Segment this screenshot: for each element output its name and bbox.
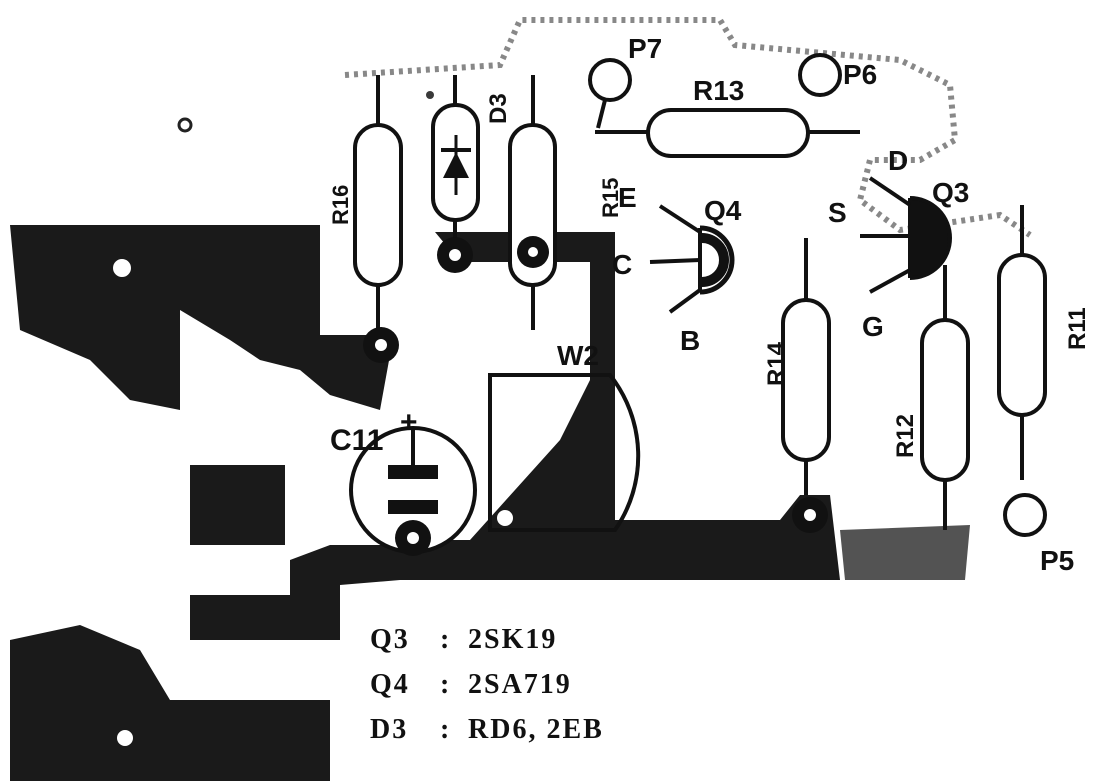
label-q3-g: G: [862, 311, 884, 342]
label-w2: W2: [557, 340, 599, 371]
label-q4-c: C: [612, 249, 632, 280]
parts-list-row-q4-sep: :: [440, 669, 449, 700]
mounting-holes: [113, 117, 193, 746]
label-p5: P5: [1040, 545, 1074, 576]
resistor-r13: R13: [595, 75, 860, 158]
copper-small-square: [190, 465, 285, 545]
label-r11: R11: [1064, 307, 1091, 350]
parts-list-row-d3-ref: D3: [370, 714, 408, 745]
capacitor-c11: + C11: [330, 406, 477, 556]
resistor-r14: R14: [763, 238, 831, 533]
mounting-hole-bottom: [117, 730, 133, 746]
label-q3-s: S: [828, 197, 847, 228]
pads-top: P7 P6: [588, 33, 877, 129]
label-q3: Q3: [932, 177, 969, 208]
copper-left-block: [10, 225, 390, 410]
parts-list-row-q3-ref: Q3: [370, 624, 410, 655]
label-r13: R13: [693, 75, 744, 106]
parts-list-row-q3-sep: :: [440, 624, 449, 655]
diode-d3: D3: [431, 75, 512, 273]
label-c11-plus: +: [400, 406, 418, 439]
parts-list-row-d3-value: RD6, 2EB: [468, 714, 604, 745]
parts-list: Q3 : 2SK19 Q4 : 2SA719 D3 : RD6, 2EB: [370, 624, 604, 745]
label-q4-b: B: [680, 325, 700, 356]
pad-p7: [588, 58, 632, 102]
label-q4-e: E: [618, 182, 637, 213]
label-p7: P7: [628, 33, 662, 64]
parts-list-row-q4-ref: Q4: [370, 669, 410, 700]
label-r15: R15: [598, 178, 623, 218]
resistor-r11: R11 P5: [997, 205, 1091, 576]
label-r14: R14: [763, 341, 790, 386]
resistor-r15: R15: [508, 75, 623, 330]
mounting-hole-top: [177, 117, 193, 133]
label-r16: R16: [328, 185, 353, 225]
board-outline: [344, 17, 1032, 238]
copper-bottom-left-step: [190, 545, 400, 640]
parts-list-row-d3-sep: :: [440, 714, 449, 745]
label-d3: D3: [485, 93, 512, 124]
transistor-q3: D S G Q3: [828, 145, 969, 342]
copper-right-strip: [840, 525, 970, 580]
parts-list-row-q4-value: 2SA719: [468, 669, 572, 700]
copper-center-trace: [400, 232, 840, 580]
parts-list-row-q3-value: 2SK19: [468, 624, 557, 655]
outline-top: [344, 17, 1032, 238]
jumper-w2: W2: [488, 340, 641, 532]
label-q4: Q4: [704, 195, 742, 226]
resistor-r12: R12: [892, 265, 970, 530]
copper-bottom-left-pad: [10, 625, 330, 781]
label-c11: C11: [330, 424, 383, 457]
label-p6: P6: [843, 59, 877, 90]
pad-p5: [1003, 493, 1047, 537]
label-r12: R12: [892, 414, 919, 458]
mounting-hole-left: [113, 259, 131, 277]
pad-p6: [798, 53, 842, 97]
resistor-r16: R16: [328, 75, 403, 363]
transistor-q4: E C B Q4: [612, 182, 742, 356]
outline-dot: [426, 91, 434, 99]
label-q3-d: D: [888, 145, 908, 176]
